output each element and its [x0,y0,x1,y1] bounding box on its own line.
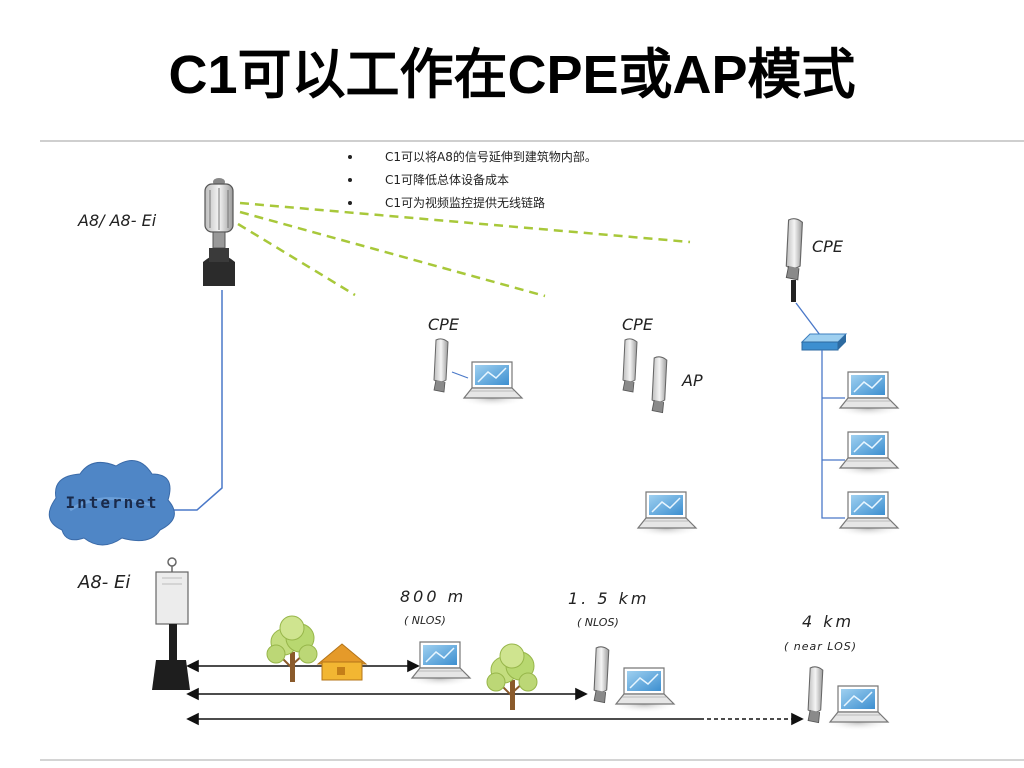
internet-label: Internet [65,493,158,512]
laptop-icon [823,685,893,732]
ap-device-icon [651,356,668,414]
base-station-a8ei-icon [152,557,190,690]
cpe-device-icon [622,338,638,393]
laptop-icon [833,491,903,538]
distance-4km: 4 km [802,612,854,631]
laptop-icon [833,371,903,418]
base-station-label: A8/ A8- Ei [77,211,157,230]
cpe-device-icon [593,646,610,704]
bullet-3: C1可为视频监控提供无线链路 [385,195,545,210]
condition-1-5km: ( NLOS) [577,616,619,629]
wireless-links [237,201,691,298]
condition-800m: ( NLOS) [404,614,446,627]
internet-cloud-icon: Internet [48,460,175,546]
tree-icon [486,643,538,711]
tree-icon [266,615,318,683]
laptop-icon [631,491,701,538]
distance-800m: 800 m [400,587,466,606]
house-icon [316,643,368,681]
cpe-label-3: CPE [812,237,844,256]
cpe-label-2: CPE [622,315,654,334]
condition-4km: ( near LOS) [784,640,857,653]
network-switch-icon [800,333,848,351]
laptop-icon [457,361,527,408]
base-station-2-label: A8- Ei [77,572,130,593]
bullet-list: C1可以将A8的信号延伸到建筑物内部。 C1可降低总体设备成本 C1可为视频监控… [348,149,597,210]
base-station-a8-icon [203,178,235,286]
ap-label: AP [681,371,703,390]
bullet-2: C1可降低总体设备成本 [385,173,509,187]
laptop-icon [833,431,903,478]
laptop-icon [609,667,679,714]
cpe-device-icon [433,338,449,393]
range-arrows [186,659,804,726]
cpe-device-icon [785,218,803,281]
cpe-device-icon [807,666,824,724]
bullet-1: C1可以将A8的信号延伸到建筑物内部。 [385,149,597,164]
cpe-label-1: CPE [428,315,460,334]
distance-1-5km: 1. 5 km [568,589,649,608]
slide-title: C1可以工作在CPE或AP模式 [168,45,856,105]
